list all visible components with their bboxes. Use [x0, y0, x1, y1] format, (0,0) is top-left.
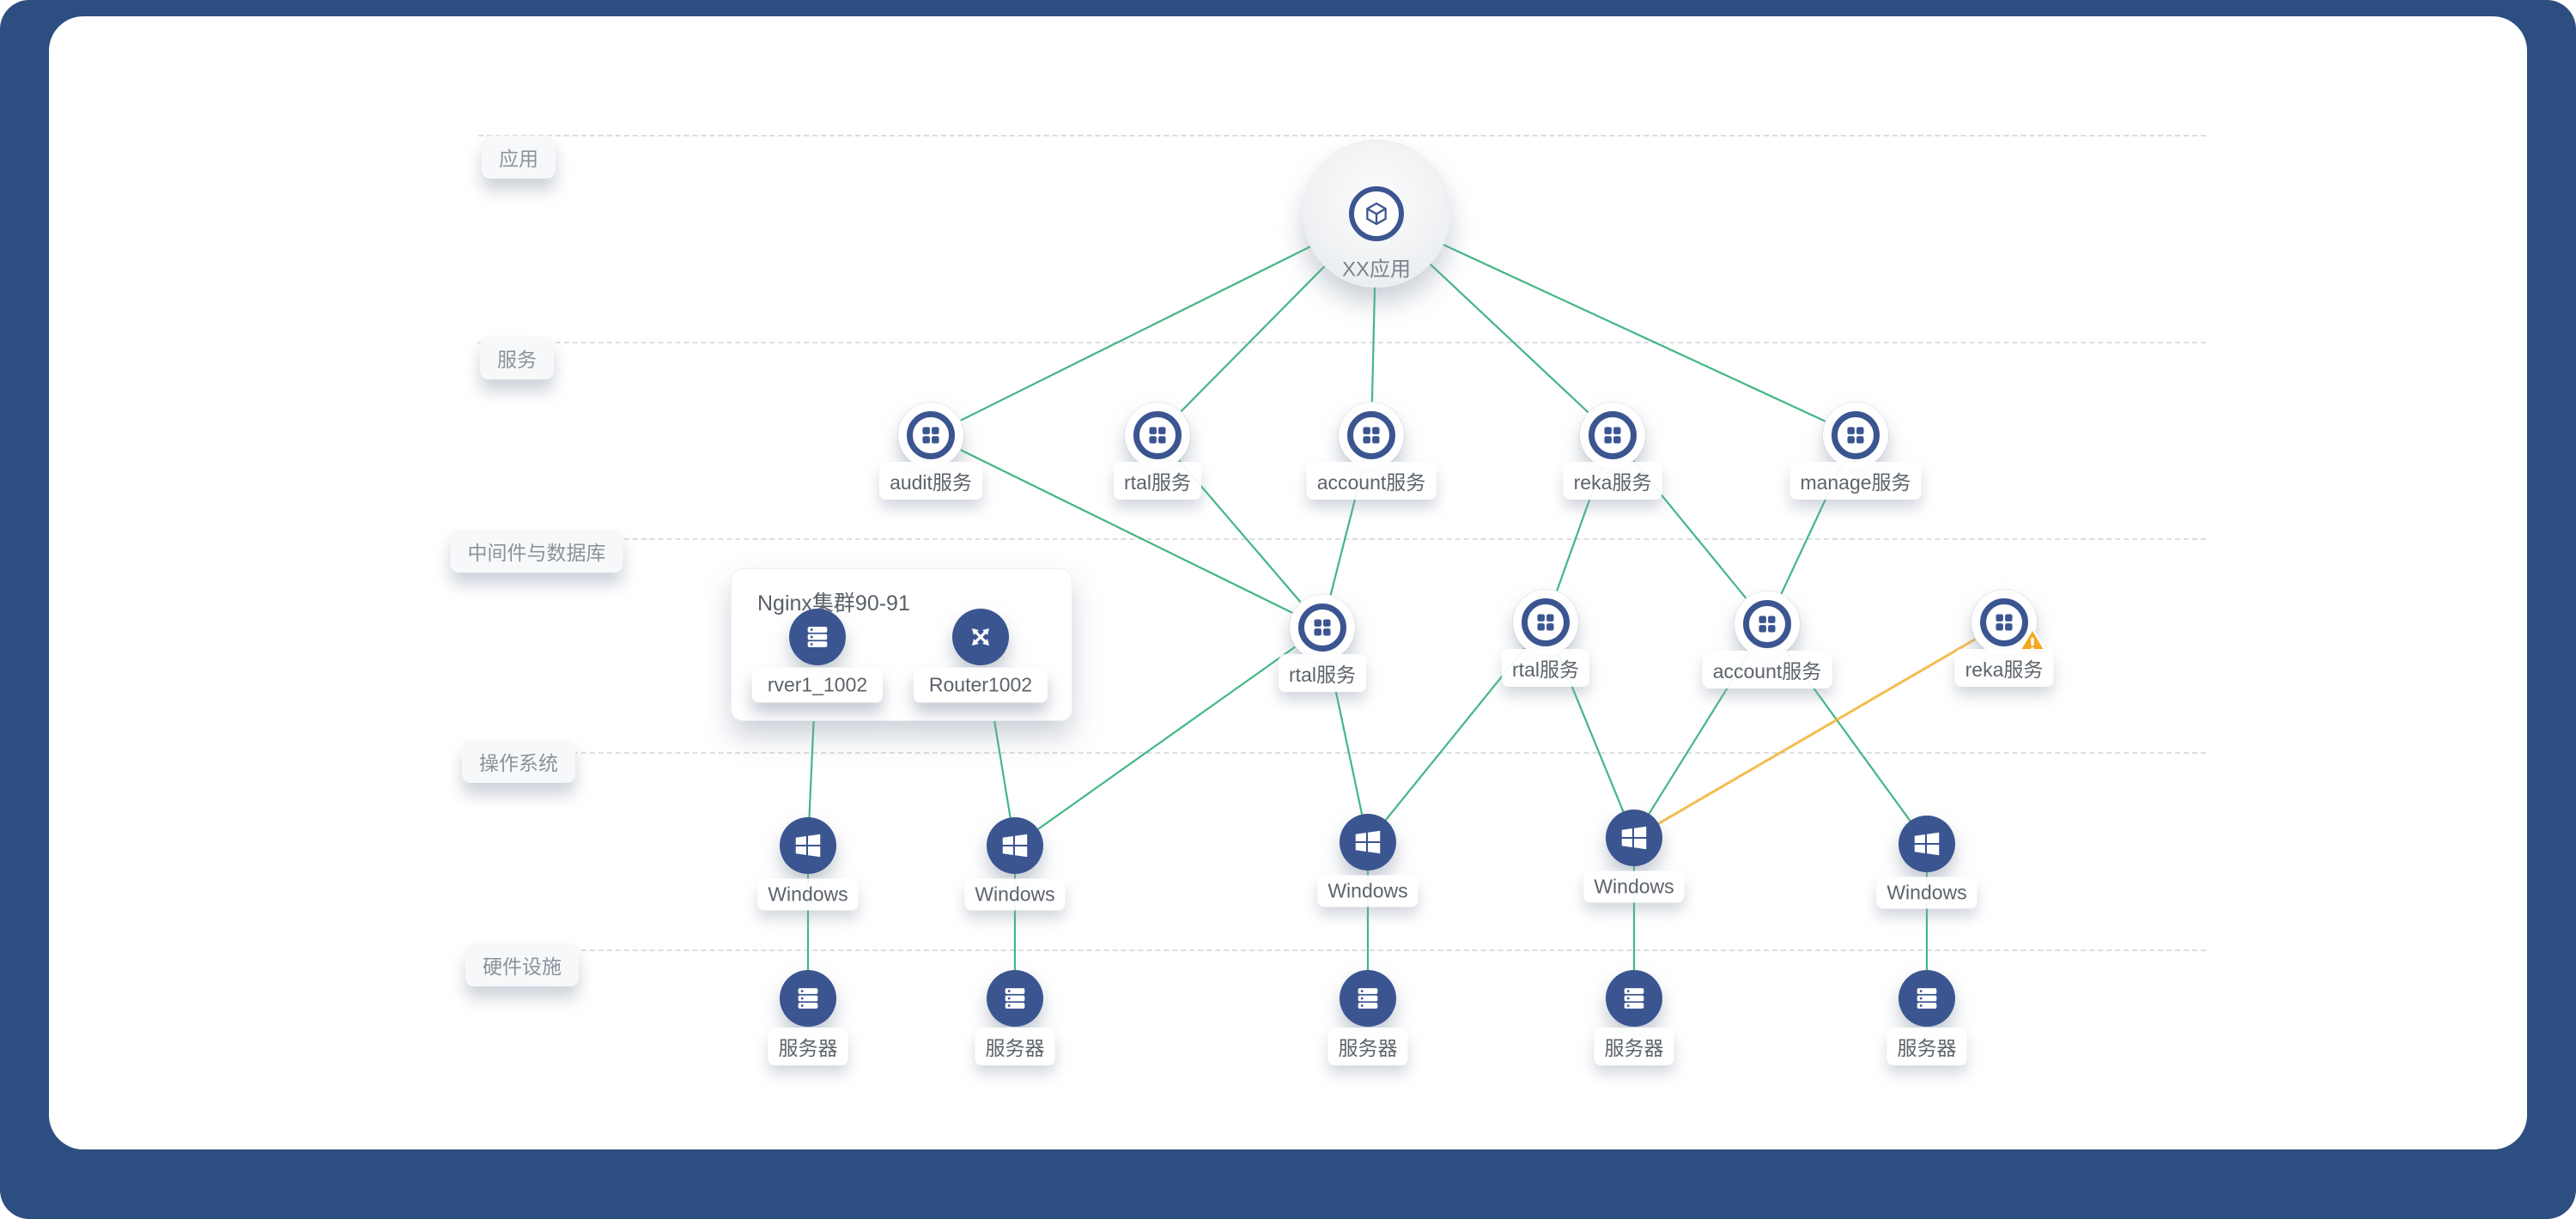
- node-os-2[interactable]: [987, 817, 1043, 874]
- node-label-hw-2: 服务器: [975, 1028, 1055, 1065]
- layer-label-middleware: 中间件与数据库: [450, 530, 623, 573]
- node-nginx-server[interactable]: [789, 609, 846, 665]
- node-label-nginx-server: rver1_1002: [751, 667, 884, 703]
- server-rack-icon: [1912, 984, 1941, 1013]
- node-label-os-5: Windows: [1876, 876, 1978, 909]
- node-mid-account[interactable]: [1735, 591, 1800, 657]
- node-mid-reka[interactable]: [1971, 590, 2049, 656]
- node-label-os-4: Windows: [1583, 870, 1685, 903]
- windows-logo-icon: [999, 830, 1030, 861]
- node-label-os-3: Windows: [1317, 875, 1419, 907]
- node-hw-4[interactable]: [1606, 970, 1662, 1027]
- app-grid-icon: [1601, 424, 1624, 446]
- windows-logo-icon: [1911, 828, 1942, 859]
- node-svc-reka[interactable]: [1580, 403, 1645, 468]
- windows-logo-icon: [1619, 822, 1649, 853]
- layer-label-hardware: 硬件设施: [465, 943, 579, 986]
- node-label-svc-manage: manage服务: [1789, 462, 1922, 500]
- app-grid-icon: [1993, 611, 2015, 634]
- node-label-os-2: Windows: [964, 878, 1066, 911]
- node-os-5[interactable]: [1899, 816, 1955, 872]
- layer-separator-service: [478, 342, 2206, 343]
- server-rack-icon: [1619, 984, 1649, 1013]
- node-svc-audit[interactable]: [898, 403, 963, 468]
- app-grid-icon: [1756, 613, 1778, 635]
- layer-separator-hardware: [478, 949, 2206, 951]
- node-label-svc-account: account服务: [1306, 462, 1437, 500]
- layer-label-os: 操作系统: [462, 740, 575, 783]
- router-arrows-icon: [967, 623, 994, 651]
- node-nginx-router[interactable]: [952, 609, 1009, 665]
- node-label-app: XX应用: [1341, 258, 1412, 282]
- node-hw-2[interactable]: [987, 970, 1043, 1027]
- windows-logo-icon: [793, 830, 823, 861]
- app-grid-icon: [1146, 424, 1169, 446]
- node-label-mid-reka: reka服务: [1954, 649, 2054, 687]
- topology-viewport[interactable]: Nginx集群90-91 应用服务中间件与数据库操作系统硬件设施 XX应用 audi…: [49, 16, 2527, 1149]
- node-hw-3[interactable]: [1340, 970, 1396, 1027]
- edge-layer: [806, 213, 2005, 998]
- node-hw-1[interactable]: [780, 970, 836, 1027]
- node-mid-rtal-1[interactable]: [1290, 595, 1355, 660]
- app-grid-icon: [1534, 611, 1557, 634]
- node-label-svc-reka: reka服务: [1563, 462, 1662, 500]
- node-hw-5[interactable]: [1899, 970, 1955, 1027]
- app-grid-icon: [1360, 424, 1382, 446]
- node-label-nginx-router: Router1002: [913, 667, 1048, 703]
- node-label-svc-rtal: rtal服务: [1114, 462, 1201, 500]
- node-label-hw-3: 服务器: [1327, 1028, 1408, 1065]
- app-grid-icon: [1844, 424, 1867, 446]
- node-label-mid-rtal-1: rtal服务: [1279, 654, 1366, 692]
- node-label-hw-5: 服务器: [1886, 1028, 1967, 1065]
- node-label-os-1: Windows: [757, 878, 859, 911]
- layer-separator-os: [478, 752, 2206, 754]
- server-rack-icon: [793, 984, 823, 1013]
- node-label-svc-audit: audit服务: [879, 462, 982, 500]
- layer-label-service: 服务: [480, 337, 554, 379]
- layer-separator-middleware: [478, 538, 2206, 540]
- node-label-mid-account: account服务: [1702, 651, 1832, 688]
- node-label-hw-1: 服务器: [768, 1028, 848, 1065]
- node-svc-manage[interactable]: [1823, 403, 1888, 468]
- node-svc-rtal[interactable]: [1125, 403, 1190, 468]
- node-label-mid-rtal-2: rtal服务: [1502, 649, 1589, 687]
- layer-separator-app: [478, 135, 2206, 136]
- server-rack-icon: [1000, 984, 1030, 1013]
- layer-label-app: 应用: [482, 136, 556, 179]
- app-grid-icon: [920, 424, 942, 446]
- node-os-4[interactable]: [1606, 810, 1662, 866]
- node-svc-account[interactable]: [1339, 403, 1404, 468]
- server-rack-icon: [803, 622, 832, 652]
- windows-logo-icon: [1352, 827, 1383, 858]
- node-os-3[interactable]: [1340, 814, 1396, 870]
- server-rack-icon: [1353, 984, 1382, 1013]
- node-label-hw-4: 服务器: [1594, 1028, 1674, 1065]
- node-os-1[interactable]: [780, 817, 836, 874]
- node-mid-rtal-2[interactable]: [1513, 590, 1578, 655]
- cube-icon: [1363, 200, 1390, 227]
- group-title: Nginx集群90-91: [757, 591, 910, 616]
- app-grid-icon: [1311, 616, 1334, 639]
